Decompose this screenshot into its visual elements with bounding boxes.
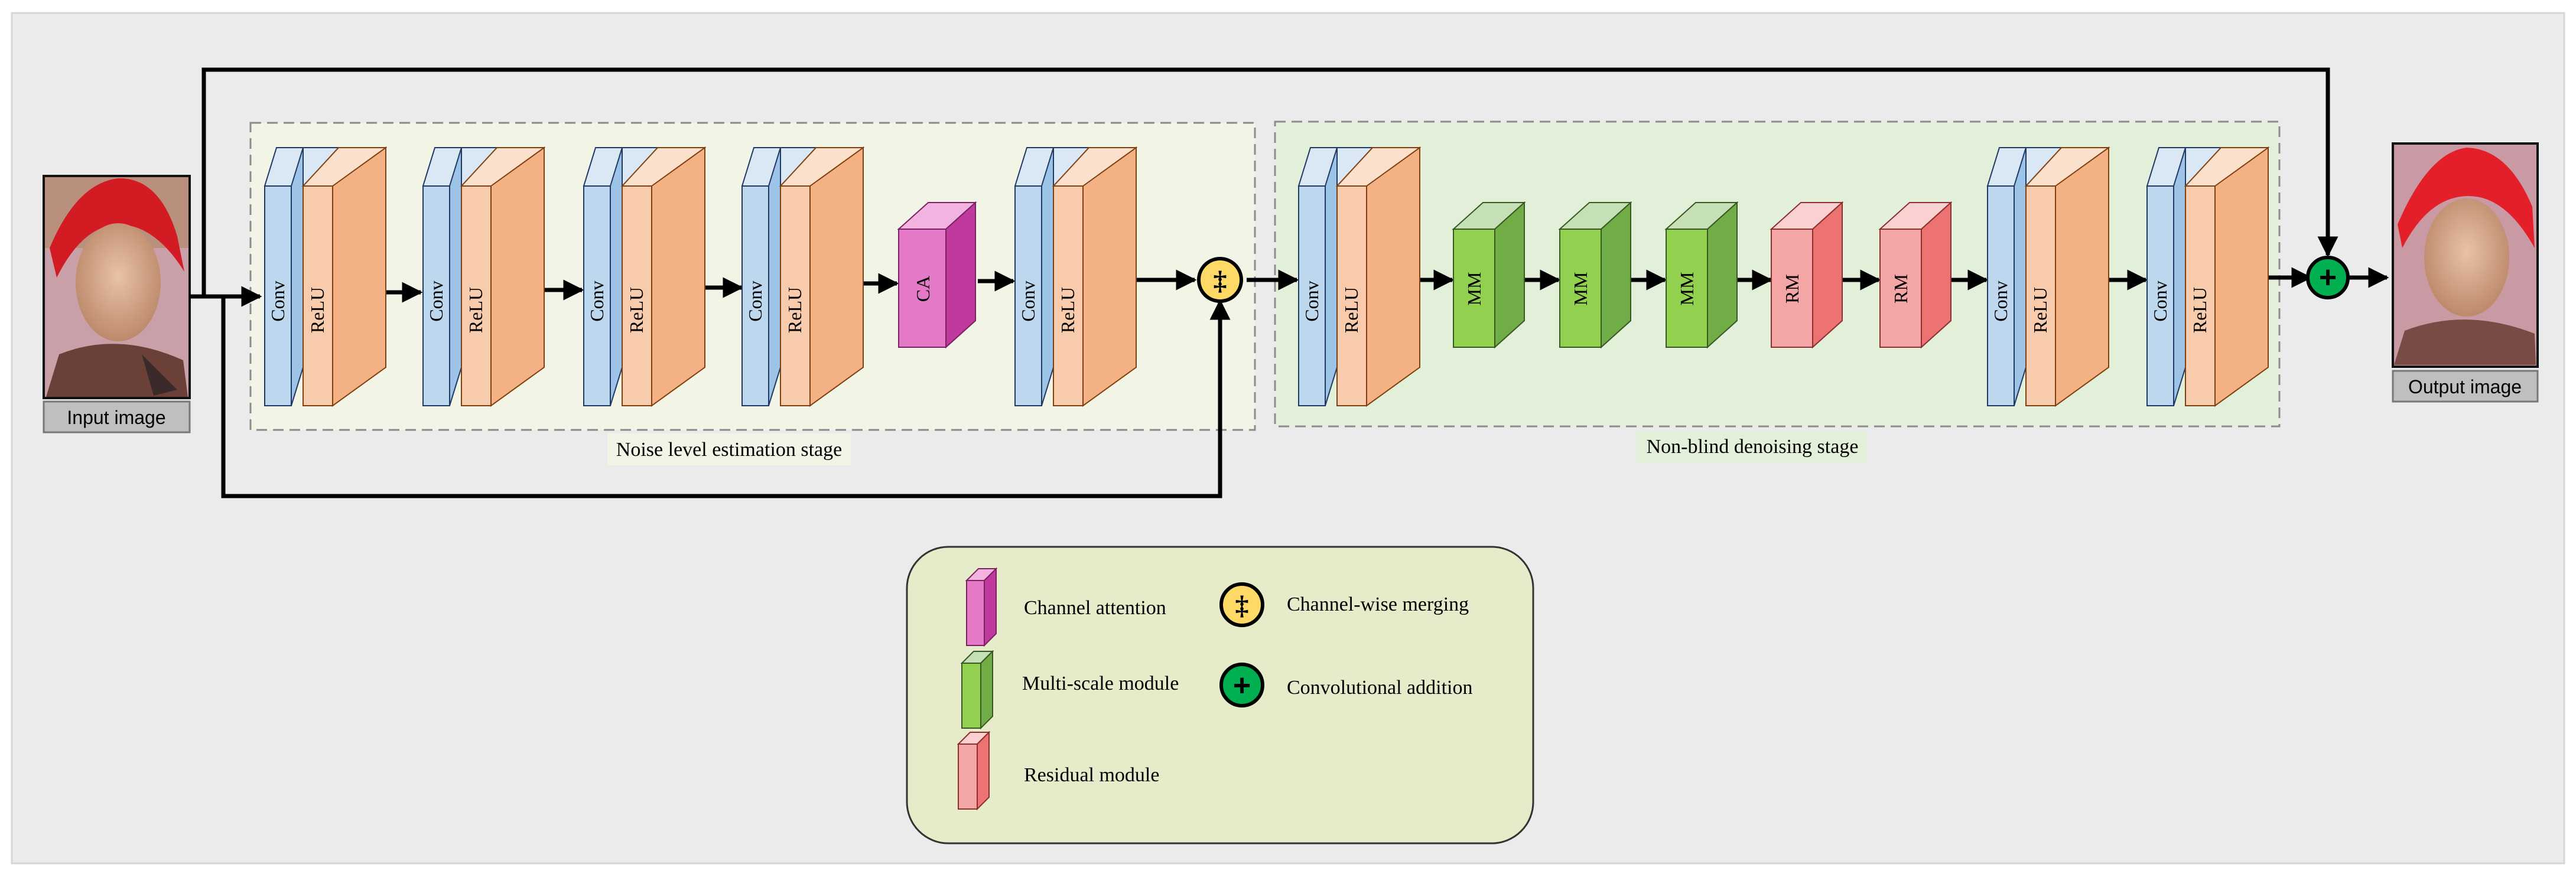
legend-channel-attention-label: Channel attention [1024, 597, 1166, 619]
channel-attention-block: CA [897, 201, 977, 349]
ca-label: CA [912, 276, 934, 302]
relu-label: ReLU [784, 287, 805, 333]
denoise-stage-caption: Non-blind denoising stage [1647, 436, 1859, 458]
conv-label: Conv [425, 281, 447, 321]
input-image [43, 175, 191, 399]
input-skip-connection [221, 296, 1231, 498]
legend-residual-label: Residual module [1024, 764, 1159, 786]
legend-addition-icon: + [1219, 663, 1264, 707]
multi-scale-module: MM [1558, 201, 1632, 349]
mm-label: MM [1463, 272, 1485, 306]
legend-channel-attention-icon [965, 567, 998, 647]
legend-multi-scale-icon [960, 650, 994, 730]
legend-residual-icon [957, 730, 991, 811]
conv-relu-pair: Conv ReLU [1297, 146, 1422, 407]
mm-label: MM [1570, 272, 1591, 306]
conv-relu-pair: Conv ReLU [2146, 146, 2270, 407]
conv-label: Conv [1990, 281, 2011, 321]
output-image-label: Output image [2408, 376, 2522, 397]
legend-merge-symbol: ‡ [1235, 590, 1249, 620]
noise-stage-caption: Noise level estimation stage [616, 439, 842, 461]
legend-add-symbol: + [1233, 668, 1251, 703]
conv-relu-pair: Conv ReLU [741, 146, 865, 407]
mm-label: MM [1676, 272, 1697, 306]
conv-label: Conv [586, 281, 607, 321]
relu-label: ReLU [307, 287, 328, 333]
rm-label: RM [1781, 274, 1803, 304]
conv-label: Conv [1017, 281, 1039, 321]
output-image [2392, 142, 2539, 368]
residual-module: RM [1878, 201, 1953, 349]
legend-merge-icon: ‡ [1219, 582, 1264, 627]
conv-relu-pair: Conv ReLU [264, 146, 388, 407]
conv-label: Conv [1301, 281, 1322, 321]
conv-relu-pair: Conv ReLU [1014, 146, 1138, 407]
conv-relu-pair: Conv ReLU [422, 146, 546, 407]
global-skip-connection [201, 67, 2338, 296]
legend-merging-label: Channel-wise merging [1287, 593, 1469, 615]
multi-scale-module: MM [1452, 201, 1526, 349]
conv-relu-pair: Conv ReLU [583, 146, 707, 407]
input-image-label: Input image [67, 407, 165, 428]
conv-label: Conv [744, 281, 766, 321]
rm-label: RM [1890, 274, 1911, 304]
relu-label: ReLU [465, 287, 486, 333]
merge-symbol: ‡ [1214, 265, 1227, 295]
legend: Channel attention Multi-scale module Res… [906, 546, 1534, 844]
legend-multi-scale-label: Multi-scale module [1022, 673, 1179, 694]
convolutional-addition-node: + [2306, 256, 2350, 299]
relu-label: ReLU [1341, 287, 1362, 333]
flow-arrows [190, 267, 2389, 307]
relu-label: ReLU [2189, 287, 2210, 333]
conv-relu-pair: Conv ReLU [1986, 146, 2110, 407]
relu-label: ReLU [626, 287, 647, 333]
multi-scale-module: MM [1664, 201, 1739, 349]
residual-module: RM [1770, 201, 1844, 349]
conv-label: Conv [267, 281, 288, 321]
relu-label: ReLU [1057, 287, 1078, 333]
legend-addition-label: Convolutional addition [1287, 677, 1472, 699]
conv-label: Conv [2149, 281, 2171, 321]
add-symbol: + [2319, 260, 2337, 295]
relu-label: ReLU [2029, 287, 2051, 333]
channel-merge-node: ‡ [1197, 257, 1243, 303]
